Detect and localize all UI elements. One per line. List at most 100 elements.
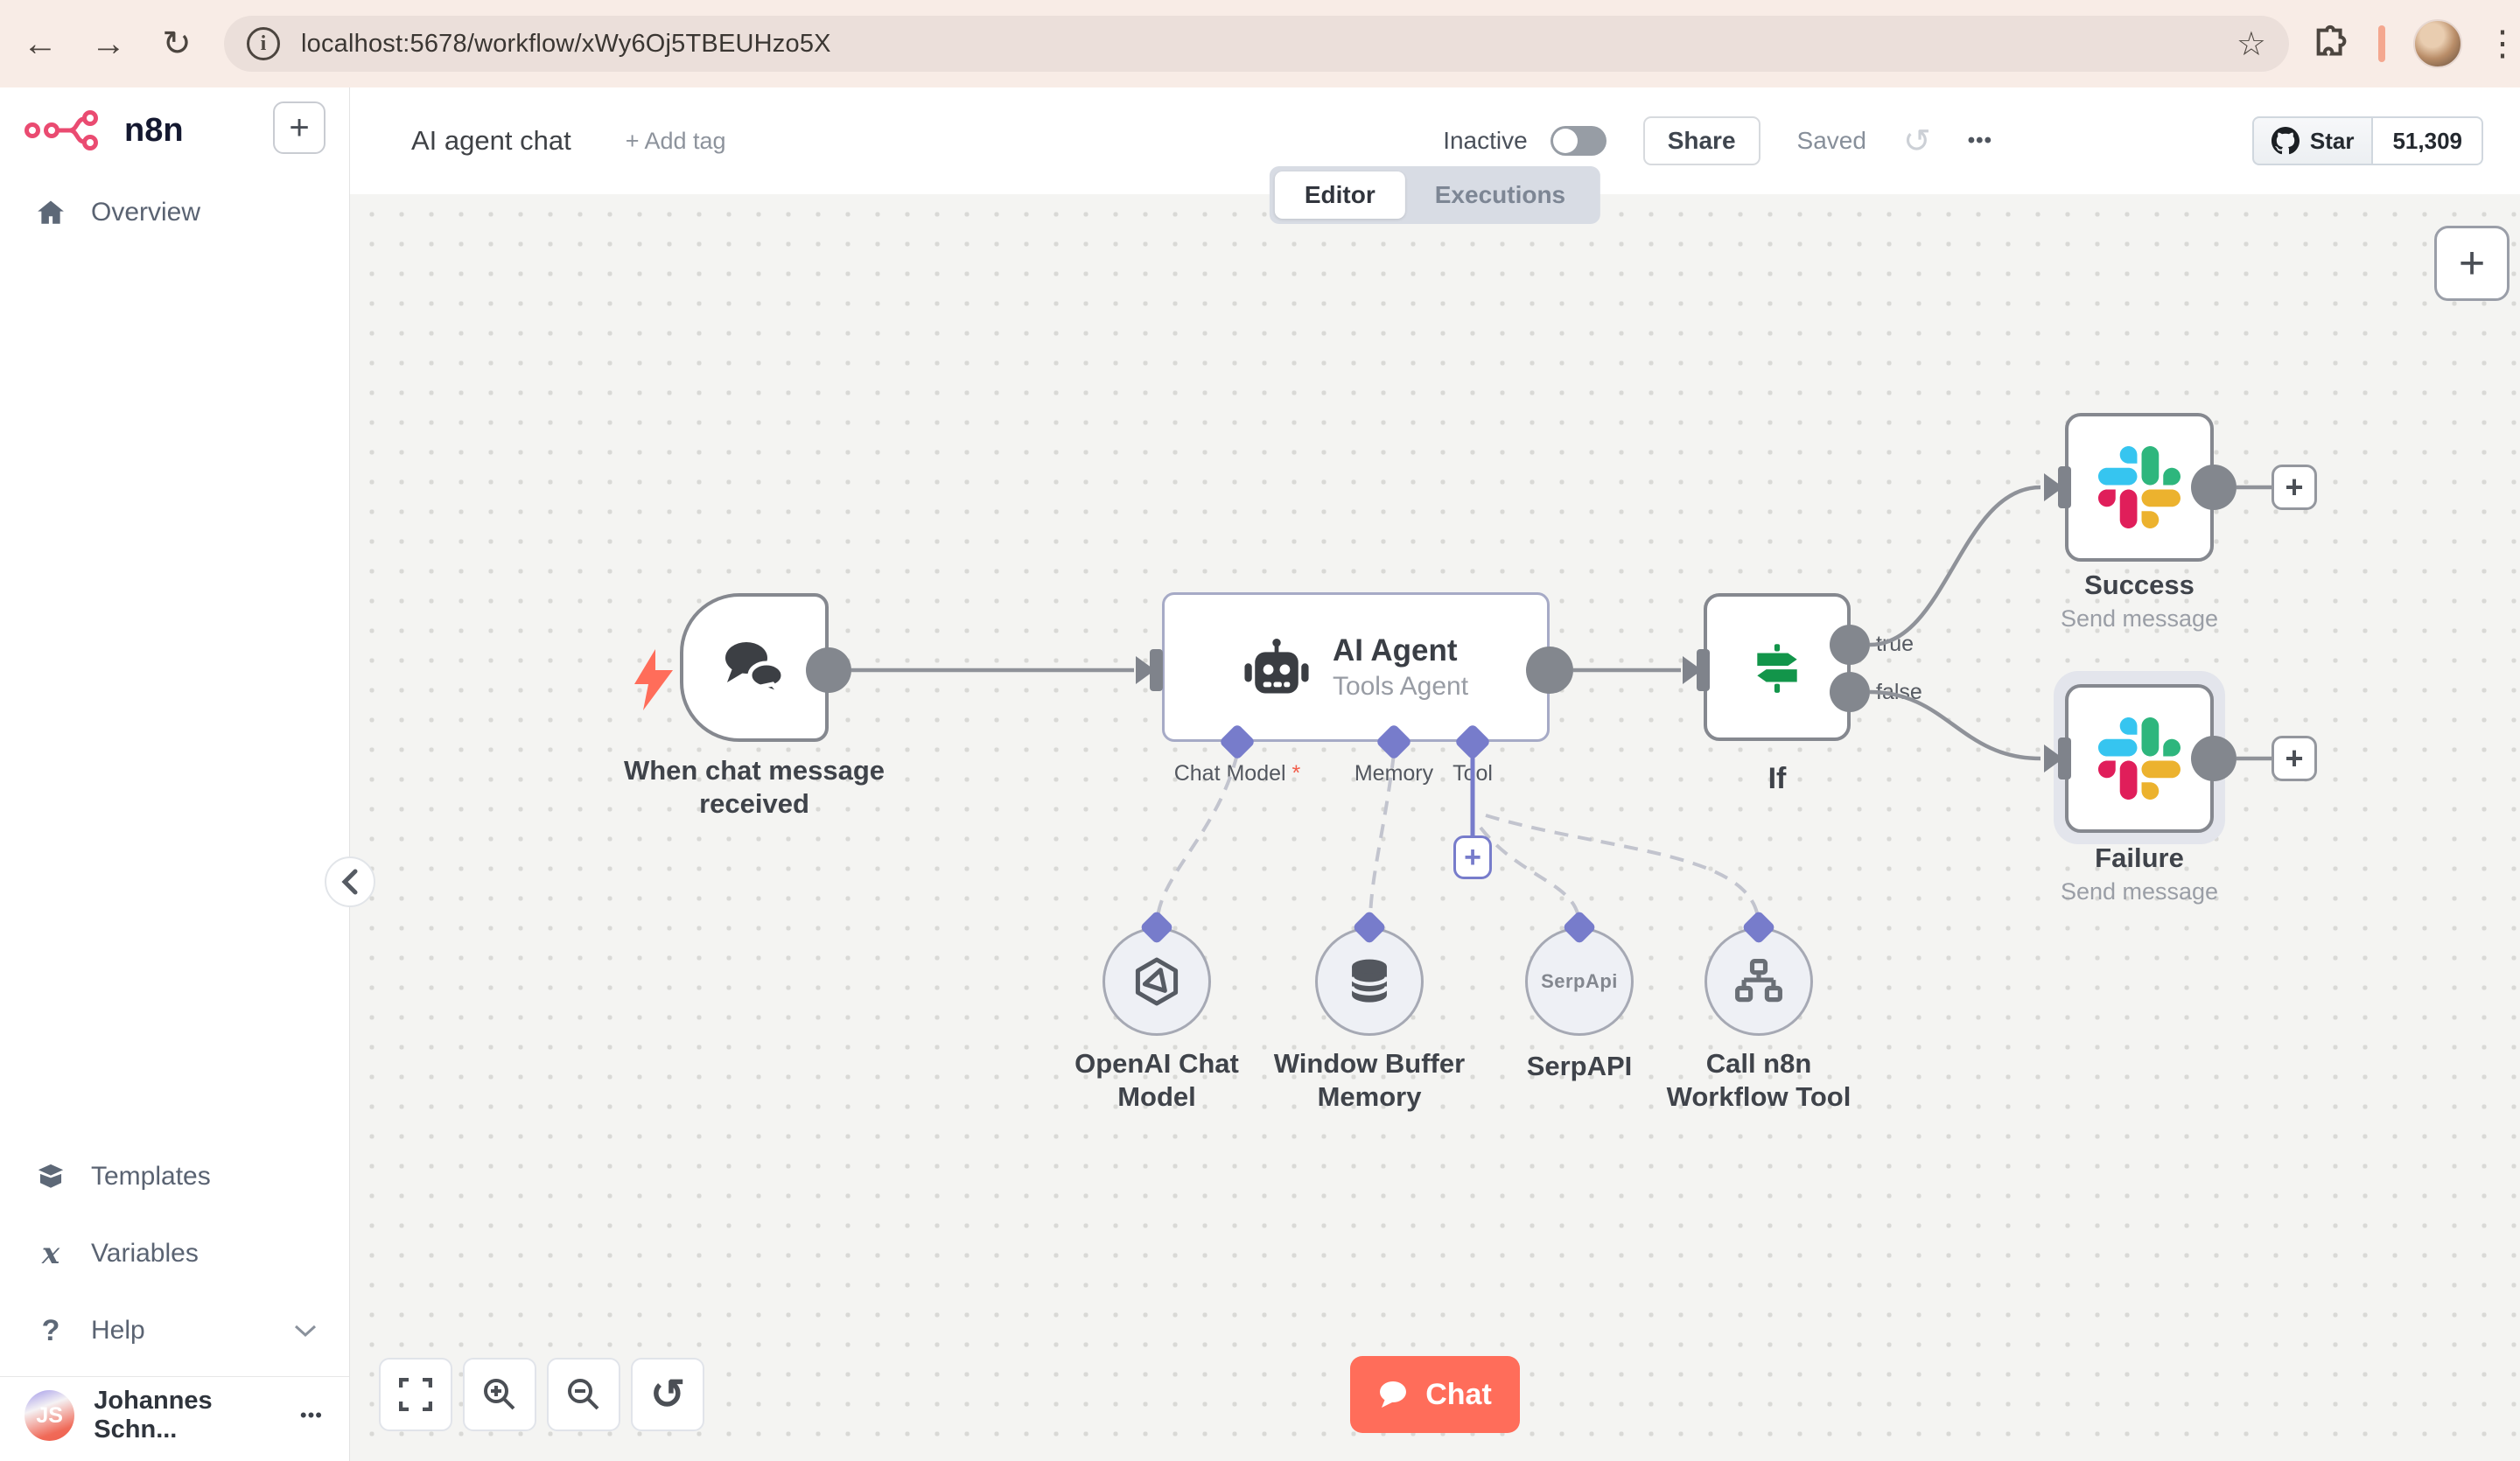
browser-menu-icon[interactable]: ⋮: [2485, 24, 2520, 63]
site-info-icon[interactable]: i: [247, 27, 280, 60]
question-icon: ?: [41, 1313, 60, 1347]
box-icon: [33, 1162, 68, 1192]
user-row[interactable]: JS Johannes Schn... •••: [0, 1382, 349, 1449]
signpost-icon: [1757, 643, 1797, 693]
output-label-true: true: [1876, 632, 1914, 656]
fit-view-button[interactable]: [379, 1358, 452, 1431]
node-label: If: [1768, 762, 1787, 795]
github-star-button[interactable]: Star: [2251, 116, 2374, 165]
address-bar[interactable]: i localhost:5678/workflow/xWy6Oj5TBEUHzo…: [224, 16, 2289, 72]
workflow-canvas[interactable]: Editor Executions When chat message rece…: [350, 166, 2520, 1461]
sidebar-item-label: Variables: [91, 1239, 199, 1268]
node-call-n8n-workflow-tool[interactable]: [1704, 927, 1813, 1036]
add-tool-button[interactable]: +: [1453, 835, 1492, 879]
share-button[interactable]: Share: [1642, 116, 1760, 165]
reset-zoom-button[interactable]: ↺: [631, 1358, 704, 1431]
node-failure[interactable]: [2065, 684, 2214, 833]
sidebar-item-label: Overview: [91, 198, 201, 227]
n8n-logo-icon: [24, 110, 98, 150]
extensions-icon[interactable]: [2312, 24, 2352, 64]
trigger-bolt-icon: [634, 649, 673, 710]
browser-profile-avatar[interactable]: [2413, 19, 2462, 68]
node-label: Failure: [2095, 842, 2184, 873]
sitemap-icon: [1735, 958, 1782, 1003]
forward-icon[interactable]: →: [91, 24, 126, 63]
slack-icon: [2098, 446, 2180, 528]
user-name: Johannes Schn...: [94, 1387, 213, 1444]
saved-status: Saved: [1796, 127, 1866, 154]
home-icon: [33, 198, 68, 227]
node-label: When chat message received: [623, 755, 886, 819]
user-avatar[interactable]: JS: [24, 1390, 75, 1441]
sidebar-item-label: Help: [91, 1316, 145, 1345]
ai-connector-diamonds[interactable]: [1139, 724, 1776, 945]
github-star-count[interactable]: 51,309: [2373, 116, 2483, 165]
n8n-app: n8n + Overview Templates x Variables: [0, 87, 2520, 1461]
sidebar-divider: [0, 1376, 349, 1377]
node-label: Success: [2084, 570, 2194, 600]
chat-button-label: Chat: [1425, 1377, 1492, 1411]
sidebar-item-overview[interactable]: Overview: [0, 185, 349, 240]
browser-toolbar: ← → ↻ i localhost:5678/workflow/xWy6Oj5T…: [0, 0, 2520, 87]
zoom-out-button[interactable]: [547, 1358, 620, 1431]
active-status-label: Inactive: [1443, 127, 1528, 154]
view-tabs: Editor Executions: [1269, 166, 1601, 224]
toolbar-divider: [2378, 25, 2385, 62]
sidebar-item-help[interactable]: ? Help: [0, 1304, 349, 1358]
canvas-controls: ↺: [379, 1358, 704, 1431]
github-icon: [2271, 127, 2300, 155]
node-sublabel: Send message: [2060, 605, 2219, 632]
serpapi-logo-text: SerpApi: [1541, 970, 1618, 992]
reload-icon[interactable]: ↻: [162, 24, 192, 63]
add-tag-button[interactable]: + Add tag: [625, 127, 726, 154]
workflow-menu-icon[interactable]: •••: [1967, 129, 1992, 152]
connector-label-chat-model: Chat Model *: [1173, 761, 1301, 786]
node-title: AI Agent: [1332, 633, 1458, 668]
brand-name: n8n: [124, 111, 184, 149]
sidebar-item-label: Templates: [91, 1162, 211, 1191]
node-serpapi[interactable]: SerpApi: [1525, 927, 1634, 1036]
node-window-buffer-memory[interactable]: [1315, 927, 1424, 1036]
slack-icon: [2098, 717, 2180, 800]
node-success[interactable]: [2065, 413, 2214, 562]
connector-label-memory: Memory: [1354, 761, 1434, 786]
robot-icon: [1244, 638, 1309, 693]
sidebar-item-variables[interactable]: x Variables: [0, 1227, 349, 1281]
user-menu-icon[interactable]: •••: [299, 1404, 323, 1426]
variable-x-icon: x: [41, 1236, 60, 1271]
node-openai-chat-model[interactable]: [1102, 927, 1211, 1036]
required-mark: *: [1292, 761, 1301, 786]
new-workflow-button[interactable]: +: [273, 101, 326, 154]
node-when-chat-message-received[interactable]: [680, 593, 829, 742]
zoom-in-button[interactable]: [463, 1358, 536, 1431]
sidebar: n8n + Overview Templates x Variables: [0, 87, 350, 1461]
database-icon: [1349, 959, 1390, 1003]
add-node-after-failure-button[interactable]: +: [2272, 736, 2317, 781]
chevron-down-icon: [293, 1316, 318, 1346]
chat-button[interactable]: Chat: [1350, 1356, 1520, 1433]
node-label: OpenAI Chat Model: [1074, 1048, 1239, 1112]
node-sublabel: Send message: [2060, 878, 2219, 905]
node-label: SerpAPI: [1526, 1051, 1633, 1081]
github-star-widget[interactable]: Star 51,309: [2251, 116, 2483, 165]
add-node-after-success-button[interactable]: +: [2272, 465, 2317, 510]
github-star-label: Star: [2309, 127, 2355, 154]
url-text[interactable]: localhost:5678/workflow/xWy6Oj5TBEUHzo5X: [301, 29, 831, 58]
output-label-false: false: [1876, 680, 1922, 704]
connector-label-tool: Tool: [1452, 761, 1493, 786]
brand-row: n8n +: [0, 100, 350, 161]
node-label: Call n8n Workflow Tool: [1666, 1048, 1852, 1112]
chat-bubbles-icon: [725, 642, 788, 698]
history-icon[interactable]: ↺: [1902, 122, 1931, 160]
add-node-button[interactable]: +: [2434, 226, 2510, 301]
sidebar-item-templates[interactable]: Templates: [0, 1150, 349, 1204]
tab-executions[interactable]: Executions: [1434, 181, 1566, 208]
tab-editor[interactable]: Editor: [1274, 171, 1405, 219]
back-icon[interactable]: ←: [23, 24, 58, 63]
bookmark-star-icon[interactable]: ☆: [2236, 25, 2266, 63]
node-ai-agent[interactable]: AI Agent Tools Agent: [1162, 592, 1550, 742]
workflow-title[interactable]: AI agent chat: [411, 125, 571, 156]
sidebar-collapse-button[interactable]: [325, 856, 375, 907]
node-if[interactable]: [1704, 593, 1851, 741]
active-toggle[interactable]: [1550, 126, 1606, 156]
